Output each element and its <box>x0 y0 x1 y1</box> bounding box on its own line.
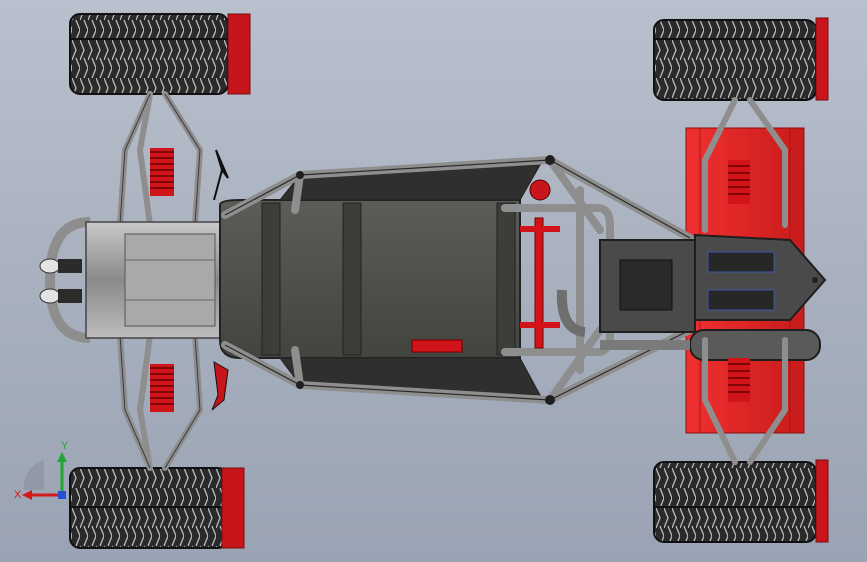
rear-left-spring[interactable] <box>728 160 750 204</box>
rear-left-tire[interactable] <box>653 17 829 101</box>
steering-arrow-upper <box>213 149 229 201</box>
seat-mount-bracket <box>411 339 463 353</box>
view-orientation-triad[interactable]: Y X <box>14 440 74 510</box>
rear-subframe[interactable] <box>694 233 827 321</box>
cockpit-floor-panel[interactable] <box>219 199 521 359</box>
front-left-tire[interactable] <box>69 13 251 95</box>
steering-arrow-lower <box>211 361 229 411</box>
triad-y-arrow <box>57 452 67 462</box>
front-bulkhead[interactable] <box>44 217 227 343</box>
engine-block[interactable] <box>556 239 696 337</box>
rear-right-spring[interactable] <box>728 358 750 402</box>
cage-nodes <box>296 155 555 405</box>
triad-x-label: X <box>14 489 22 501</box>
triad-z-axis <box>58 491 66 499</box>
triad-y-label: Y <box>61 440 69 452</box>
rear-right-tire[interactable] <box>653 459 829 543</box>
rear-suspension[interactable] <box>702 97 788 465</box>
triad-x-arrow <box>22 490 32 500</box>
steering-column[interactable] <box>520 179 560 349</box>
front-right-tire[interactable] <box>69 467 245 549</box>
front-left-spring[interactable] <box>150 148 174 196</box>
front-right-spring[interactable] <box>150 364 174 412</box>
front-headlights <box>39 258 82 304</box>
triad-plane <box>23 460 44 490</box>
